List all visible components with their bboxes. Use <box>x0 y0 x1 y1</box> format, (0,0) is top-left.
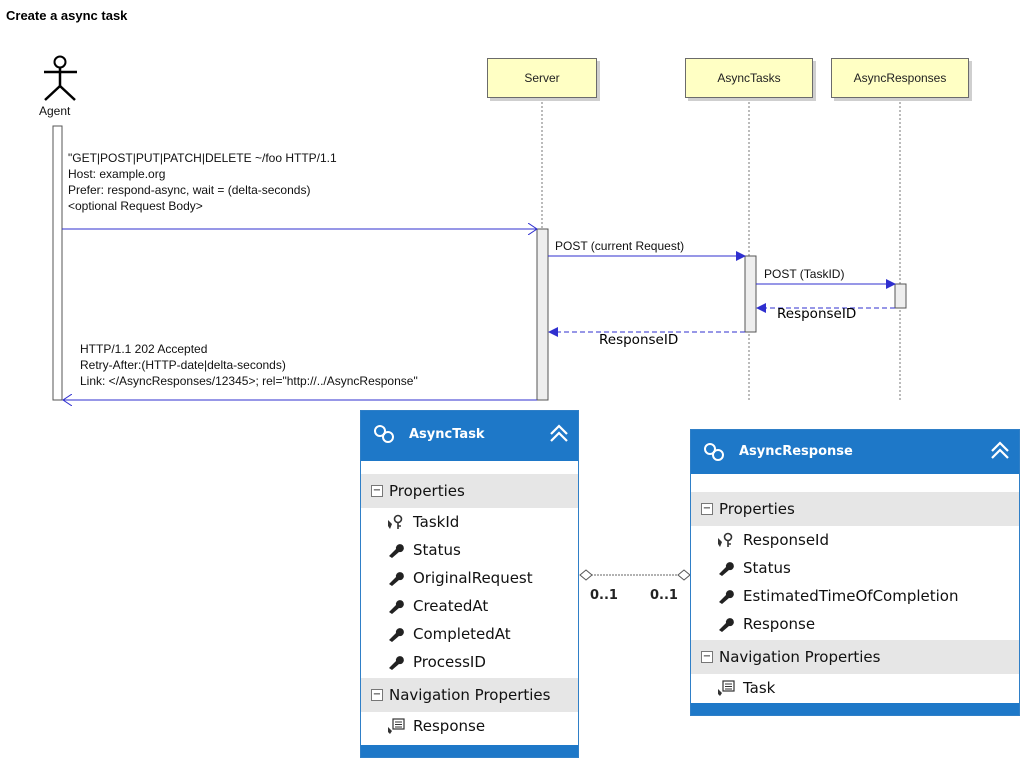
properties-section-header[interactable]: − Properties <box>691 492 1019 526</box>
wrench-property-icon <box>389 572 404 586</box>
wrench-property-icon <box>389 628 404 642</box>
request-line: Prefer: respond-async, wait = (delta-sec… <box>68 183 311 197</box>
navigation-label: Navigation Properties <box>389 686 551 704</box>
property-row[interactable]: ResponseId <box>691 526 1019 554</box>
navigation-property-name: Task <box>743 679 776 697</box>
wrench-property-icon <box>719 618 734 632</box>
entity-header[interactable]: AsyncTask <box>361 411 578 461</box>
wrench-property-icon <box>389 544 404 558</box>
collapse-minus-icon[interactable]: − <box>701 503 713 515</box>
navigation-property-row[interactable]: Task <box>691 674 1019 702</box>
wrench-property-icon <box>389 600 404 614</box>
property-row[interactable]: TaskId <box>361 508 578 536</box>
server-activation <box>536 228 549 401</box>
collapse-minus-icon[interactable]: − <box>371 689 383 701</box>
key-property-icon <box>388 514 403 529</box>
navigation-property-icon <box>388 718 405 734</box>
navigation-property-name: Response <box>413 717 486 735</box>
property-name: Status <box>413 541 461 559</box>
property-row[interactable]: Status <box>361 536 578 564</box>
post-request-label: POST (current Request) <box>555 239 685 253</box>
property-name: ResponseId <box>743 531 829 549</box>
entity-name: AsyncResponse <box>739 444 853 459</box>
property-name: EstimatedTimeOfCompletion <box>743 587 959 605</box>
property-name: ProcessID <box>413 653 486 671</box>
entity-footer <box>691 703 1019 715</box>
property-row[interactable]: OriginalRequest <box>361 564 578 592</box>
entity-name: AsyncTask <box>409 427 485 442</box>
key-property-icon <box>718 532 733 547</box>
navigation-section-header[interactable]: − Navigation Properties <box>691 640 1019 674</box>
property-name: CreatedAt <box>413 597 489 615</box>
entity-asynctask[interactable]: AsyncTask − Properties TaskId Status <box>360 410 579 758</box>
multiplicity-left: 0..1 <box>590 588 618 603</box>
navigation-section-header[interactable]: − Navigation Properties <box>361 678 578 712</box>
property-row[interactable]: EstimatedTimeOfCompletion <box>691 582 1019 610</box>
property-name: TaskId <box>413 513 460 531</box>
property-name: OriginalRequest <box>413 569 533 587</box>
request-line: Host: example.org <box>68 167 166 181</box>
properties-label: Properties <box>389 482 465 500</box>
response-message-text: HTTP/1.1 202 Accepted Retry-After:(HTTP-… <box>80 341 418 389</box>
properties-section-header[interactable]: − Properties <box>361 474 578 508</box>
double-chevron-up-icon[interactable] <box>548 423 570 445</box>
entity-type-icon <box>704 443 724 461</box>
property-name: CompletedAt <box>413 625 511 643</box>
collapse-minus-icon[interactable]: − <box>701 651 713 663</box>
responseid-label: ResponseID <box>777 306 857 322</box>
asyncresponses-activation <box>894 283 907 309</box>
stick-figure-icon <box>44 55 77 101</box>
responseid-label-2: ResponseID <box>599 332 679 348</box>
property-row[interactable]: Response <box>691 610 1019 638</box>
actor-label: Agent <box>39 104 71 118</box>
navigation-property-row[interactable]: Response <box>361 712 578 740</box>
property-row[interactable]: CompletedAt <box>361 620 578 648</box>
lifeline-server-label: Server <box>524 71 560 85</box>
lifeline-asynctasks-label: AsyncTasks <box>717 71 781 85</box>
agent-activation <box>52 125 63 401</box>
navigation-label: Navigation Properties <box>719 648 881 666</box>
request-message-text: "GET|POST|PUT|PATCH|DELETE ~/foo HTTP/1.… <box>68 150 337 214</box>
entity-asyncresponse[interactable]: AsyncResponse − Properties ResponseId St… <box>690 429 1020 716</box>
wrench-property-icon <box>389 656 404 670</box>
lifeline-asyncresponses: AsyncResponses <box>831 58 969 98</box>
asynctasks-activation <box>744 255 757 333</box>
response-line: Link: </AsyncResponses/12345>; rel="http… <box>80 374 418 388</box>
property-row[interactable]: ProcessID <box>361 648 578 676</box>
properties-label: Properties <box>719 500 795 518</box>
association-end-right-icon <box>677 569 691 581</box>
double-chevron-up-icon[interactable] <box>989 440 1011 462</box>
lifeline-server: Server <box>487 58 597 98</box>
response-line: Retry-After:(HTTP-date|delta-seconds) <box>80 358 286 372</box>
collapse-minus-icon[interactable]: − <box>371 485 383 497</box>
page-title: Create a async task <box>6 8 128 23</box>
request-line: <optional Request Body> <box>68 199 203 213</box>
lifeline-asyncresponses-label: AsyncResponses <box>853 71 947 85</box>
property-name: Response <box>743 615 816 633</box>
property-row[interactable]: CreatedAt <box>361 592 578 620</box>
multiplicity-right: 0..1 <box>650 588 678 603</box>
wrench-property-icon <box>719 590 734 604</box>
sequence-diagram <box>44 55 907 410</box>
association-line <box>579 569 691 581</box>
request-line: "GET|POST|PUT|PATCH|DELETE ~/foo HTTP/1.… <box>68 151 337 165</box>
post-taskid-label: POST (TaskID) <box>764 267 845 281</box>
response-line: HTTP/1.1 202 Accepted <box>80 342 208 356</box>
entity-header[interactable]: AsyncResponse <box>691 430 1019 474</box>
property-name: Status <box>743 559 791 577</box>
association-end-left-icon <box>579 569 593 581</box>
navigation-property-icon <box>718 680 735 696</box>
entity-footer <box>361 745 578 757</box>
entity-type-icon <box>374 425 394 443</box>
lifeline-asynctasks: AsyncTasks <box>685 58 813 98</box>
wrench-property-icon <box>719 562 734 576</box>
property-row[interactable]: Status <box>691 554 1019 582</box>
